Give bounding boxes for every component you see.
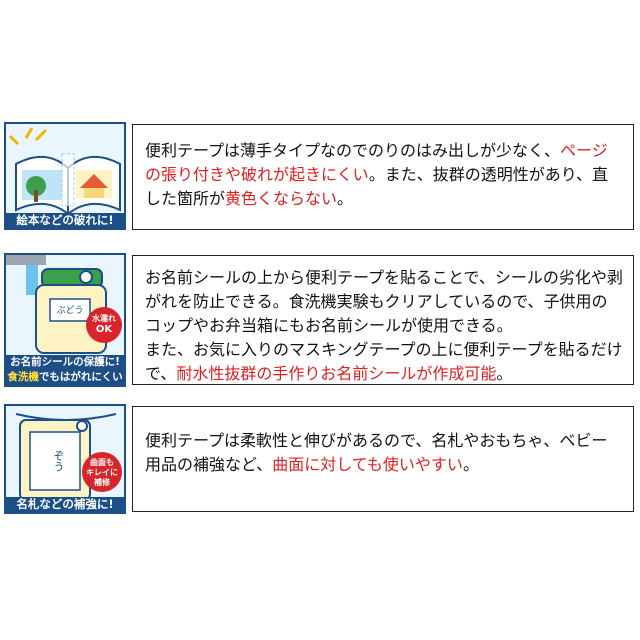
feature-3-caption: 名札などの補強に!	[6, 497, 124, 512]
bottle-illustration: ぶどう 水濡れ OK お名前シールの保護に! 食洗機でもはがれにくい	[4, 253, 126, 387]
bottle-label-tag: ぶどう	[56, 306, 84, 316]
waterproof-badge: 水濡れ OK	[86, 313, 122, 335]
body-text: 。	[462, 455, 479, 474]
feature-1-description: 便利テープは薄手タイプなのでのりのはみ出しが少なく、ページの張り付きや破れが起き…	[132, 124, 634, 230]
feature-2-caption-line2: 食洗機でもはがれにくい	[6, 370, 124, 385]
feature-3-description: 便利テープは柔軟性と伸びがあるので、名札やおもちゃ、ベビー用品の補強など、曲面に…	[132, 406, 634, 512]
curved-badge-line2: キレイに	[86, 468, 118, 477]
caption-rest: でもはがれにくい	[38, 371, 123, 383]
curved-badge-line1: 曲面も	[90, 458, 114, 467]
body-text: 。	[496, 364, 513, 383]
curved-badge-line3: 補修	[94, 478, 110, 487]
highlight-text: 黄色くならない	[225, 189, 338, 208]
highlight-text: 耐水性抜群の手作りお名前シールが作成可能	[176, 364, 497, 383]
body-text: お名前シールの上から便利テープを貼ることで、シールの劣化や剥がれを防止できる。食…	[145, 268, 623, 335]
curved-surface-badge: 曲面も キレイに 補修	[82, 458, 122, 488]
feature-2-description: お名前シールの上から便利テープを貼ることで、シールの劣化や剥がれを防止できる。食…	[132, 255, 634, 385]
feature-1-caption: 絵本などの破れに!	[6, 213, 124, 228]
caption-highlight: 食洗機	[7, 371, 39, 383]
name-tag-icon	[6, 406, 124, 512]
feature-2-caption-line1: お名前シールの保護に!	[10, 356, 120, 368]
body-text: 便利テープは柔軟性と伸びがあるので、名札やおもちゃ、ベビー用品の補強など、	[145, 431, 608, 474]
body-text: また、お気に入りのマスキングテープの上に便利テープを貼るだけで、	[145, 340, 623, 383]
name-tag-illustration: ぞう 曲面も キレイに 補修 名札などの補強に!	[4, 404, 126, 514]
highlight-text: 曲面に対しても使いやすい	[272, 455, 463, 474]
book-icon	[6, 124, 124, 228]
body-text: 便利テープは薄手タイプなのでのりのはみ出しが少なく、	[145, 141, 561, 160]
body-text: 。	[337, 189, 354, 208]
name-tag-label: ぞう	[52, 450, 65, 472]
feature-2-caption: お名前シールの保護に! 食洗機でもはがれにくい	[6, 355, 124, 385]
waterproof-badge-line2: OK	[95, 324, 113, 335]
picture-book-illustration: 絵本などの破れに!	[4, 122, 126, 230]
highlight-text: ページの張り付きや破れが起きにくい	[145, 141, 608, 184]
body-text: 。また、抜群の透明性があり、直した箇所が	[145, 165, 609, 208]
waterproof-badge-line1: 水濡れ	[92, 314, 116, 323]
